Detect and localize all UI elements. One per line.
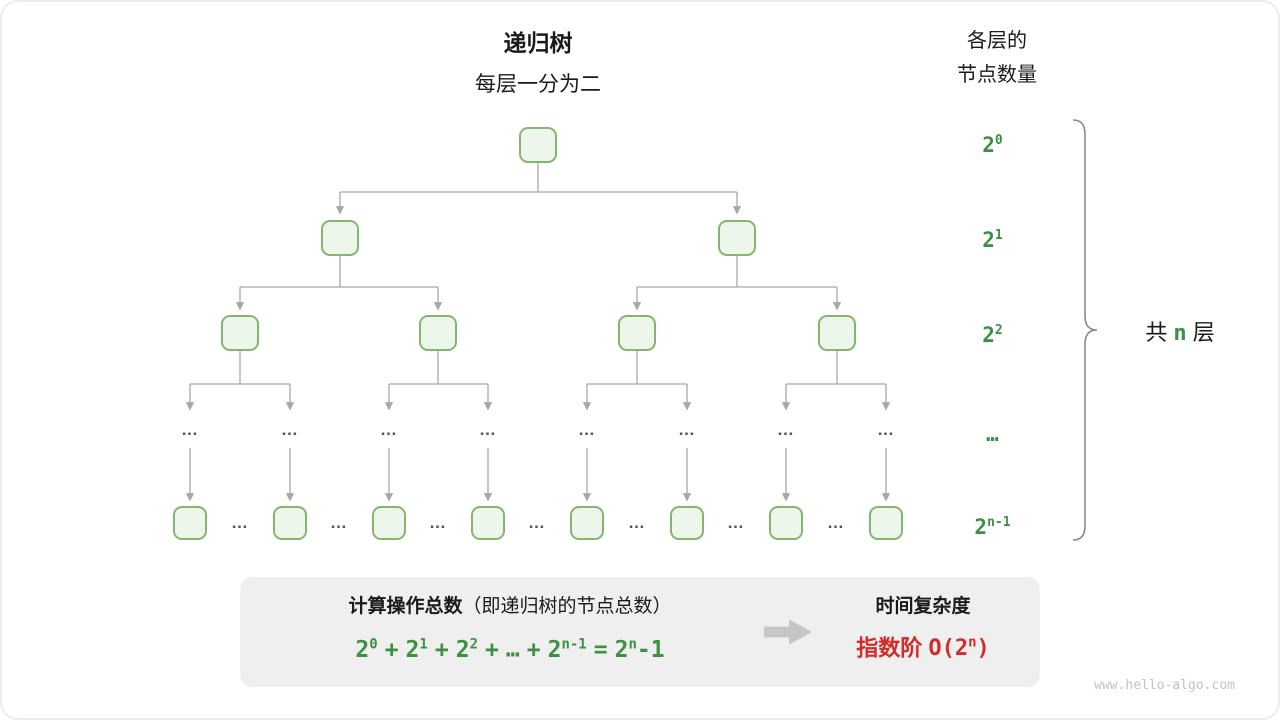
tree-node <box>618 315 656 351</box>
ellipsis-separator: … <box>429 513 447 532</box>
ellipsis-dots: … <box>777 420 795 439</box>
ellipsis-separator: … <box>231 513 249 532</box>
tree-node <box>570 506 604 540</box>
ellipsis-separator: … <box>727 513 745 532</box>
tree-node <box>419 315 457 351</box>
level-count-label-0: 20 <box>982 133 1003 157</box>
tree-node <box>321 220 359 256</box>
operation-count-block: 计算操作总数（即递归树的节点总数） <box>250 591 770 618</box>
tree-node <box>769 506 803 540</box>
ellipsis-dots: … <box>678 420 696 439</box>
level-count-label-2: 22 <box>982 323 1003 347</box>
ellipsis-dots: … <box>578 420 596 439</box>
levels-brace <box>1072 119 1098 541</box>
tree-node <box>221 315 259 351</box>
level-count-heading: 各层的 节点数量 <box>927 24 1067 92</box>
level-count-label-4: 2n-1 <box>974 515 1011 539</box>
node-total-formula: 20+21+22+…+2n-1=2n-1 <box>355 636 665 663</box>
tree-node <box>173 506 207 540</box>
level-count-label-1: 21 <box>982 228 1003 252</box>
operation-count-title: 计算操作总数（即递归树的节点总数） <box>348 596 672 617</box>
tree-node <box>670 506 704 540</box>
ellipsis-dots: … <box>281 420 299 439</box>
ellipsis-separator: … <box>628 513 646 532</box>
level-count-heading-line1: 各层的 <box>967 30 1027 52</box>
diagram-title-block: 递归树 每层一分为二 <box>438 24 638 98</box>
ellipsis-separator: … <box>528 513 546 532</box>
ellipsis-dots: … <box>877 420 895 439</box>
tree-connectors <box>185 162 891 502</box>
summary-box: 计算操作总数（即递归树的节点总数） 20+21+22+…+2n-1=2n-1 时… <box>240 577 1040 687</box>
ellipsis-dots: … <box>380 420 398 439</box>
ellipsis-dots: … <box>479 420 497 439</box>
tree-nodes <box>173 127 903 540</box>
tree-node <box>869 506 903 540</box>
time-complexity-value: 指数阶 O(2n) <box>856 635 990 662</box>
time-complexity-block: 时间复杂度 指数阶 O(2n) <box>823 591 1023 662</box>
diagram-subtitle: 每层一分为二 <box>475 73 601 96</box>
ellipsis-separator: … <box>827 513 845 532</box>
tree-node <box>818 315 856 351</box>
watermark: www.hello-algo.com <box>1094 678 1235 693</box>
tree-node <box>718 220 756 256</box>
level-count-label-3: … <box>986 422 999 446</box>
level-count-heading-line2: 节点数量 <box>957 64 1037 86</box>
tree-node <box>471 506 505 540</box>
tree-node <box>519 127 557 163</box>
ellipsis-separator: … <box>330 513 348 532</box>
diagram-title: 递归树 <box>503 30 573 56</box>
implies-arrow-icon <box>764 619 812 645</box>
time-complexity-title: 时间复杂度 <box>875 596 971 617</box>
tree-node <box>273 506 307 540</box>
ellipsis-dots: … <box>181 420 199 439</box>
tree-node <box>372 506 406 540</box>
